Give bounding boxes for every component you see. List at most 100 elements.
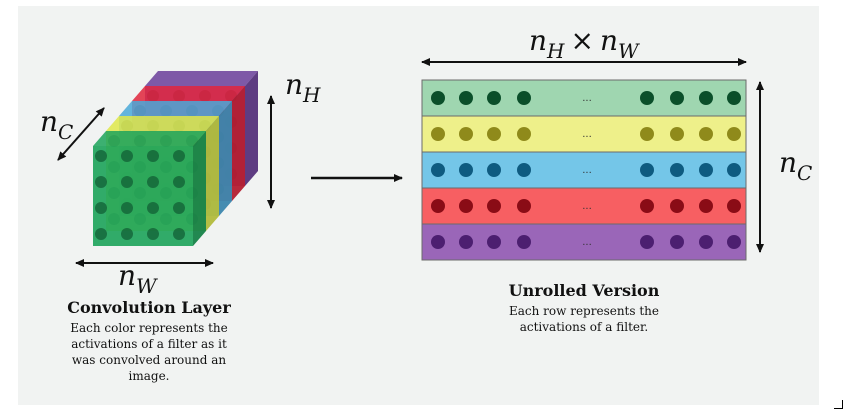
convolution-cube: [93, 71, 258, 246]
depth-label: nC: [40, 105, 73, 144]
unrolled-activation-dot: [640, 127, 654, 141]
row-ellipsis: ...: [582, 165, 592, 176]
cube-activation-dot: [147, 176, 159, 188]
cube-activation-dot: [173, 202, 185, 214]
unrolled-activation-dot: [487, 235, 501, 249]
unrolled-activation-dot: [727, 199, 741, 213]
cube-activation-dot: [147, 228, 159, 240]
unrolled-activation-dot: [431, 235, 445, 249]
cube-layer-top: [119, 101, 232, 116]
unrolled-activation-dot: [517, 127, 531, 141]
unrolled-row-yellow: ...: [421, 115, 747, 153]
unrolled-activation-dot: [517, 235, 531, 249]
cube-activation-dot: [95, 202, 107, 214]
cube-description-line: Each color represents the: [70, 321, 228, 335]
cube-activation-dot: [95, 176, 107, 188]
cube-activation-dot: [121, 202, 133, 214]
unrolled-activation-dot: [699, 199, 713, 213]
cube-activation-dot: [173, 228, 185, 240]
unrolled-activation-dot: [487, 163, 501, 177]
unrolled-activation-dot: [487, 127, 501, 141]
unrolled-activation-dot: [727, 235, 741, 249]
unrolled-activation-dot: [670, 199, 684, 213]
unrolled-row-background: [421, 79, 747, 117]
unrolled-activation-dot: [640, 235, 654, 249]
unrolled-matrix: ...............: [421, 79, 747, 261]
cube-layer: [93, 131, 206, 246]
unrolled-activation-dot: [640, 199, 654, 213]
unrolled-caption: Unrolled Version Each row represents the…: [484, 281, 684, 335]
unrolled-activation-dot: [459, 163, 473, 177]
cube-activation-dot: [173, 150, 185, 162]
cube-description-line: was convolved around an: [71, 353, 227, 367]
width-label: nW: [118, 259, 158, 298]
cube-activation-dot: [173, 176, 185, 188]
unrolled-row-blue: ...: [421, 151, 747, 189]
cube-activation-dot: [95, 228, 107, 240]
unrolled-row-background: [421, 115, 747, 153]
cube-layer-top: [106, 116, 219, 131]
cube-activation-dot: [147, 150, 159, 162]
cube-description-line: activations of a filter as it: [71, 337, 227, 351]
cube-layer-side: [206, 116, 219, 231]
unrolled-activation-dot: [431, 199, 445, 213]
unrolled-activation-dot: [670, 235, 684, 249]
unrolled-activation-dot: [487, 199, 501, 213]
cube-layer-side: [245, 71, 258, 186]
unrolled-width-label: nH×nW: [529, 24, 640, 63]
cube-activation-dot: [121, 228, 133, 240]
unrolled-activation-dot: [670, 163, 684, 177]
unrolled-activation-dot: [487, 91, 501, 105]
unrolled-row-red: ...: [421, 187, 747, 225]
unrolled-activation-dot: [431, 91, 445, 105]
corner-mark: [834, 400, 843, 409]
unrolled-activation-dot: [670, 127, 684, 141]
unrolled-activation-dot: [699, 91, 713, 105]
row-ellipsis: ...: [582, 129, 592, 140]
row-ellipsis: ...: [582, 237, 592, 248]
unrolled-description-line: Each row represents the: [508, 304, 660, 318]
unrolled-activation-dot: [459, 91, 473, 105]
cube-caption: Convolution Layer Each color represents …: [40, 298, 258, 384]
unrolled-activation-dot: [431, 127, 445, 141]
unrolled-activation-dot: [431, 163, 445, 177]
unrolled-activation-dot: [640, 91, 654, 105]
unrolled-activation-dot: [699, 235, 713, 249]
cube-layer-top: [132, 86, 245, 101]
unrolled-activation-dot: [459, 127, 473, 141]
unrolled-description-line: activations of a filter.: [519, 320, 649, 334]
unrolled-activation-dot: [727, 91, 741, 105]
row-ellipsis: ...: [582, 93, 592, 104]
unrolled-height-label: nC: [779, 146, 812, 185]
cube-activation-dot: [121, 176, 133, 188]
depth-arrow: [57, 107, 105, 161]
unrolled-activation-dot: [727, 163, 741, 177]
unrolled-row-purple: ...: [421, 223, 747, 261]
unrolled-activation-dot: [517, 199, 531, 213]
unrolled-activation-dot: [459, 199, 473, 213]
unrolled-activation-dot: [517, 91, 531, 105]
unrolled-activation-dot: [699, 163, 713, 177]
cube-layer-side: [193, 131, 206, 246]
cube-layer-side: [219, 101, 232, 216]
unrolled-row-background: [421, 223, 747, 261]
unrolled-activation-dot: [727, 127, 741, 141]
cube-layer-top: [145, 71, 258, 86]
cube-title: Convolution Layer: [67, 298, 231, 317]
cube-activation-dot: [121, 150, 133, 162]
height-label: nH: [285, 68, 321, 107]
unrolled-row-background: [421, 151, 747, 189]
row-ellipsis: ...: [582, 201, 592, 212]
unrolled-activation-dot: [517, 163, 531, 177]
cube-layer-side: [232, 86, 245, 201]
unrolled-activation-dot: [699, 127, 713, 141]
cube-description-line: image.: [128, 369, 170, 383]
unrolled-activation-dot: [640, 163, 654, 177]
unrolled-row-green: ...: [421, 79, 747, 117]
cube-layer-top: [93, 131, 206, 146]
unrolled-activation-dot: [670, 91, 684, 105]
unrolled-title: Unrolled Version: [508, 281, 660, 300]
cube-activation-dot: [147, 202, 159, 214]
cube-activation-dot: [95, 150, 107, 162]
